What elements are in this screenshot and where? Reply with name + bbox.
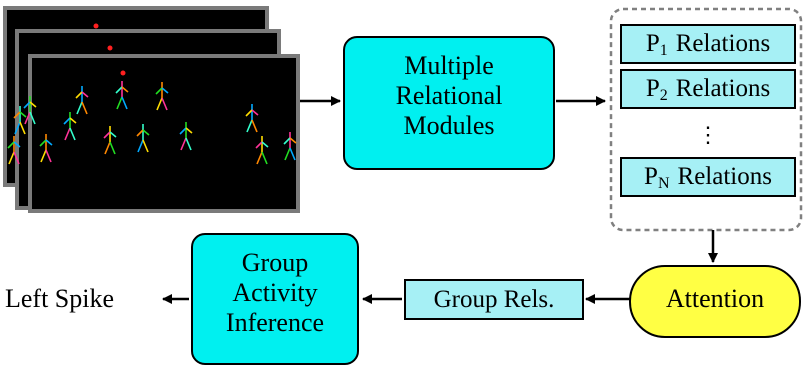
inference-label: Group Activity Inference — [193, 248, 357, 338]
group-activity-inference-box: Group Activity Inference — [191, 233, 359, 365]
player-skeleton — [13, 106, 27, 135]
group-rels-label: Group Rels. — [433, 286, 555, 313]
inference-line2: Activity — [232, 277, 318, 307]
attention-label: Attention — [665, 284, 765, 313]
relational-modules-label: Multiple Relational Modules — [345, 51, 553, 141]
player-skeleton — [245, 104, 259, 133]
relational-modules-line2: Relational — [395, 80, 503, 110]
relational-modules-box: Multiple Relational Modules — [343, 36, 555, 170]
relation-row-p2: P2 Relations — [620, 69, 796, 109]
player-skeleton — [155, 82, 169, 111]
player-skeleton — [103, 126, 117, 155]
relation-row-p1: P1 Relations — [620, 24, 796, 64]
player-skeleton — [23, 96, 37, 125]
player-skeleton — [283, 132, 297, 161]
ball-marker-middle — [107, 45, 113, 51]
relations-container — [609, 7, 803, 232]
player-skeleton — [179, 122, 193, 151]
player-skeleton — [39, 134, 53, 163]
ball-marker-back — [93, 23, 99, 29]
attention-node — [629, 265, 801, 338]
player-skeleton — [7, 136, 21, 165]
relation-row-p1-label: P1 Relations — [645, 30, 771, 60]
relations-ellipsis: ⋮ — [697, 122, 719, 147]
player-skeleton — [136, 124, 150, 153]
player-skeleton — [63, 112, 77, 141]
player-skeleton — [115, 81, 129, 110]
video-frame-front — [28, 54, 300, 213]
video-frames-stack — [3, 6, 300, 213]
ball-marker-front — [120, 70, 126, 76]
relational-modules-line1: Multiple — [404, 51, 494, 80]
player-skeleton — [75, 86, 89, 115]
group-rels-box: Group Rels. — [404, 279, 584, 320]
relation-row-pn-label: PN Relations — [644, 163, 772, 193]
relation-row-pn: PN Relations — [620, 157, 796, 197]
player-skeletons — [7, 81, 297, 165]
relation-row-p2-label: P2 Relations — [645, 75, 771, 105]
player-skeleton — [255, 136, 269, 165]
inference-line3: Inference — [225, 307, 325, 337]
inference-line1: Group — [241, 248, 309, 277]
relational-modules-line3: Modules — [403, 110, 495, 140]
output-label: Left Spike — [5, 284, 115, 313]
